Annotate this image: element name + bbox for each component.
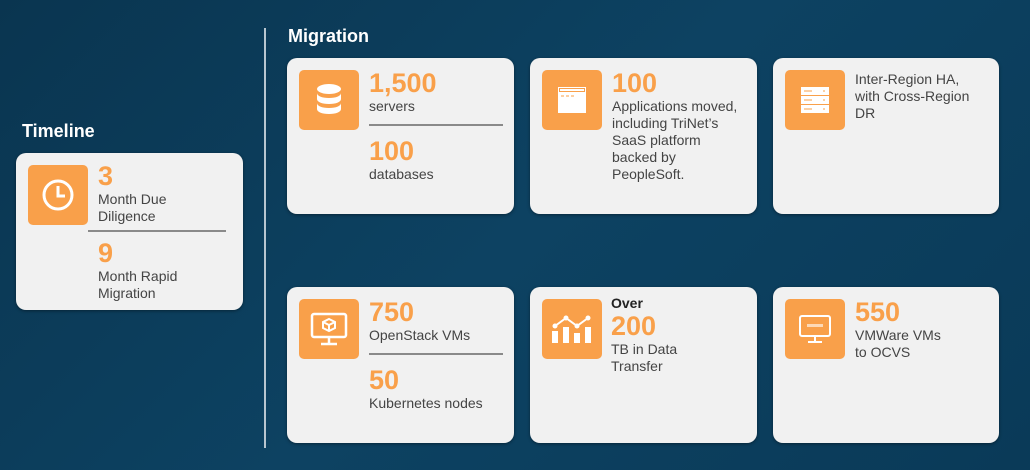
migration-card-vmware: 550 VMWare VMs to OCVS	[773, 287, 999, 443]
card-text: Inter-Region HA, with Cross-Region DR	[855, 71, 970, 121]
stat-prefix: Over	[611, 295, 643, 311]
monitor-cube-icon	[299, 299, 359, 359]
stat-label: Applications moved, including TriNet’s S…	[612, 98, 738, 182]
stat-value: 200	[611, 311, 657, 341]
migration-card-servers: 1,500 servers 100 databases	[287, 58, 514, 214]
application-window-icon	[542, 70, 602, 130]
migration-heading: Migration	[288, 26, 369, 46]
stat-value: 100	[612, 68, 658, 98]
stat-label: servers	[369, 98, 415, 114]
stat-label: Month Rapid Migration	[98, 267, 178, 301]
stat-value: 750	[369, 297, 415, 327]
stat-value: 100	[369, 135, 415, 166]
stat-value: 9	[98, 237, 114, 268]
stat-value: 50	[369, 364, 400, 395]
database-icon	[299, 70, 359, 130]
stat-label: databases	[369, 165, 434, 182]
chart-icon	[542, 299, 602, 359]
timeline-card: 3 Month Due Diligence 9 Month Rapid Migr…	[16, 153, 243, 310]
divider	[264, 28, 266, 448]
stat-label: Month Due Diligence	[98, 191, 167, 224]
clock-icon	[28, 165, 88, 225]
separator	[369, 353, 503, 355]
server-rack-icon	[785, 70, 845, 130]
stat-label: Kubernetes nodes	[369, 394, 483, 411]
stat-value: 3	[98, 161, 114, 191]
stat-label: OpenStack VMs	[369, 327, 471, 343]
separator	[369, 124, 503, 126]
separator	[88, 230, 226, 232]
migration-card-applications: 100 Applications moved, including TriNet…	[530, 58, 757, 214]
stat-value: 550	[855, 297, 901, 327]
migration-card-data-transfer: Over 200 TB in Data Transfer	[530, 287, 757, 443]
timeline-heading: Timeline	[22, 121, 95, 141]
oracle-monitor-icon	[785, 299, 845, 359]
stat-value: 1,500	[369, 68, 437, 98]
migration-card-ha-dr: Inter-Region HA, with Cross-Region DR	[773, 58, 999, 214]
stat-label: TB in Data Transfer	[611, 341, 678, 374]
stat-label: VMWare VMs to OCVS	[855, 327, 941, 360]
migration-card-openstack: 750 OpenStack VMs 50 Kubernetes nodes	[287, 287, 514, 443]
